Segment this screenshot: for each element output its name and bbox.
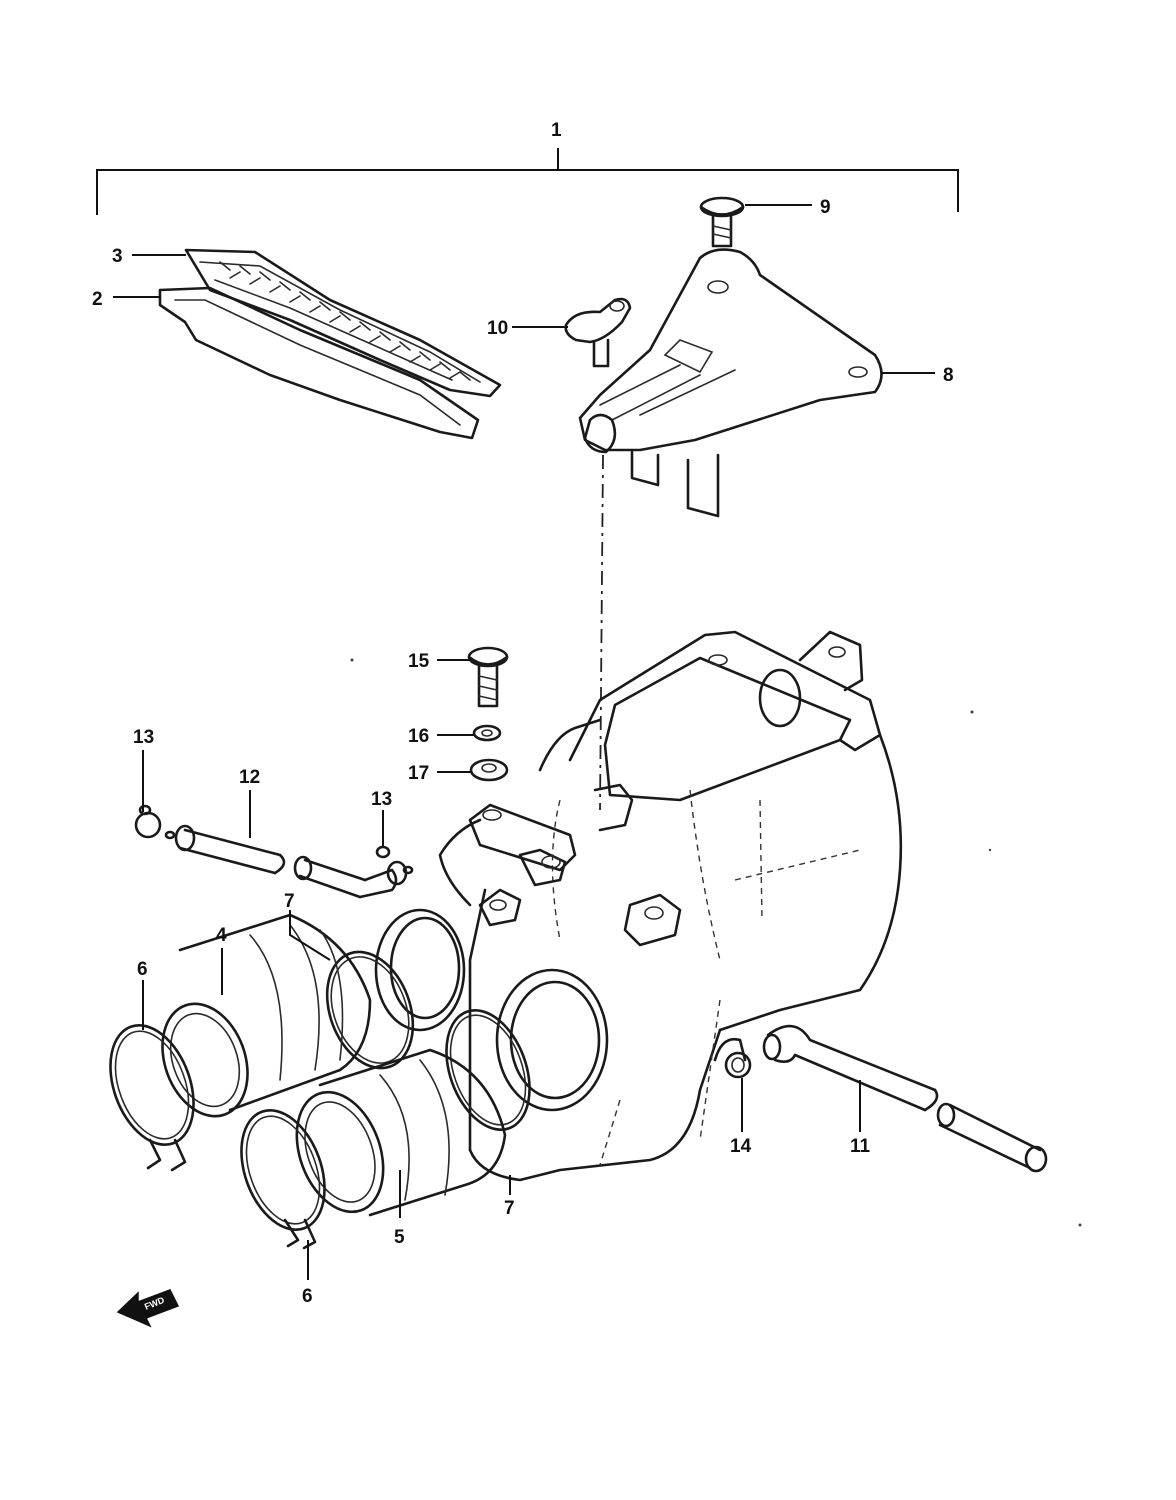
callout-6-lower: 6 (302, 1286, 313, 1307)
callout-16: 16 (408, 726, 429, 747)
drain-hose (762, 1024, 1048, 1173)
callout-9: 9 (820, 197, 831, 218)
filter-seal (158, 286, 480, 440)
leader-lines (113, 204, 935, 1280)
washer (469, 758, 509, 782)
callout-10: 10 (487, 318, 508, 339)
lock-washer (472, 724, 502, 742)
air-cleaner-cover (578, 248, 883, 518)
callout-5: 5 (394, 1227, 405, 1248)
callout-15: 15 (408, 651, 430, 672)
hose-clamp-upper (109, 1024, 195, 1172)
drain-clamp (724, 1051, 752, 1079)
air-cleaner-housing (374, 630, 903, 1182)
hose-clamp-lower (240, 1109, 326, 1250)
callout-1: 1 (551, 120, 562, 141)
forward-direction-arrow: FWD (116, 1289, 180, 1328)
intake-boot-upper (161, 913, 372, 1118)
assembly-bracket (96, 148, 959, 215)
callout-3: 3 (112, 246, 123, 267)
callout-6-upper: 6 (137, 959, 148, 980)
callout-11: 11 (850, 1136, 871, 1157)
filter-element (184, 248, 502, 398)
breather-clamp-right (375, 845, 414, 886)
callout-8: 8 (943, 365, 954, 386)
callout-7-upper: 7 (284, 891, 295, 912)
intake-boot-lower (295, 1048, 507, 1217)
assembly-line (599, 454, 604, 811)
callout-labels: 1 3 2 9 10 8 15 16 17 13 12 13 7 4 6 5 7… (92, 120, 954, 1307)
breather-hose (174, 824, 398, 899)
intake-o-ring-upper (325, 950, 415, 1070)
callout-4: 4 (216, 925, 227, 946)
callout-17: 17 (408, 763, 429, 784)
breather-clamp-left (134, 804, 176, 840)
callout-12: 12 (239, 767, 260, 788)
housing-screw (467, 646, 509, 708)
scan-specks (350, 658, 1082, 1227)
intake-o-ring-lower (445, 1009, 531, 1131)
callout-13-right: 13 (371, 789, 392, 810)
callout-7-lower: 7 (504, 1198, 515, 1219)
callout-2: 2 (92, 289, 103, 310)
callout-14: 14 (730, 1136, 752, 1157)
cover-screw (699, 196, 745, 248)
wing-bolt (564, 297, 632, 368)
callout-13-left: 13 (133, 727, 154, 748)
